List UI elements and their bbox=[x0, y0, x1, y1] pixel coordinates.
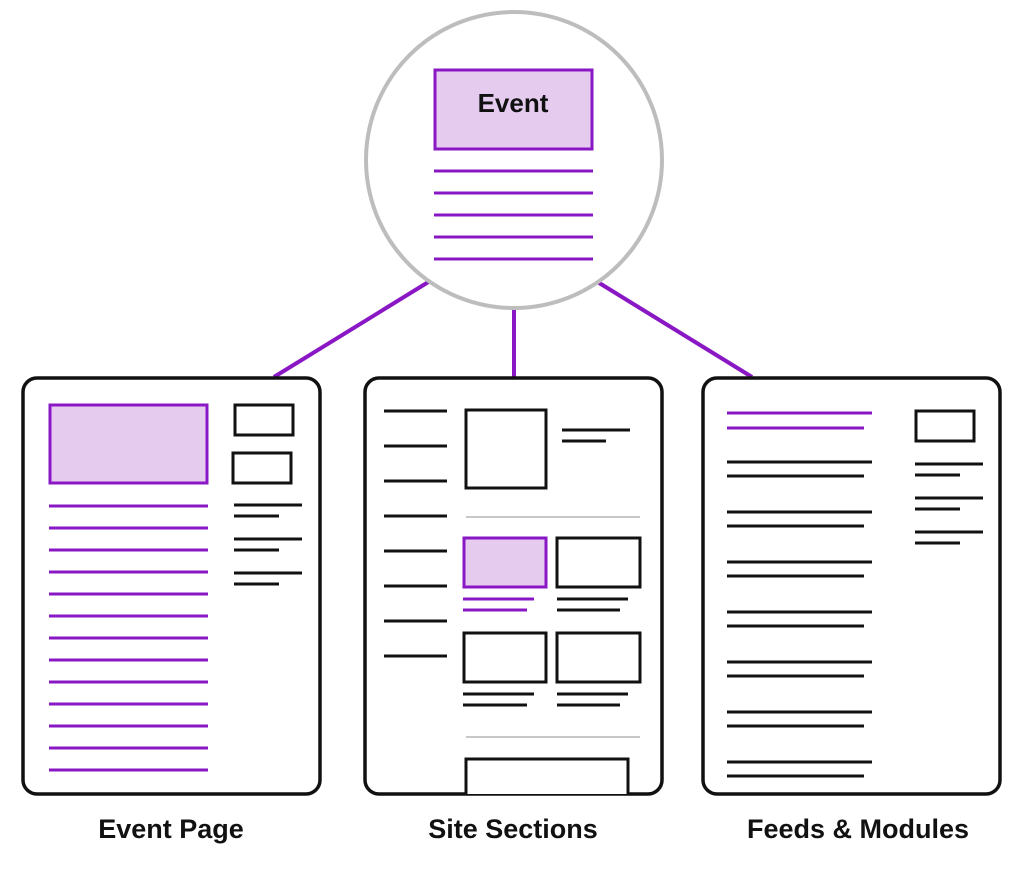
featured-image-box bbox=[464, 408, 548, 490]
sidebar-box bbox=[231, 451, 293, 485]
event-text-lines bbox=[434, 169, 593, 261]
card-thumbnail bbox=[462, 631, 548, 684]
caption-event-page: Event Page bbox=[98, 814, 244, 844]
connector-event-page bbox=[272, 279, 432, 379]
sidebar-box bbox=[233, 403, 295, 437]
feed-item-lines bbox=[727, 460, 872, 778]
event-label: Event bbox=[478, 88, 549, 118]
module-box bbox=[914, 409, 976, 443]
card-thumbnail bbox=[555, 536, 642, 589]
panel-feeds-modules bbox=[701, 376, 1002, 796]
event-card-thumbnail bbox=[462, 536, 548, 589]
event-hero-block bbox=[48, 403, 209, 485]
module-lines bbox=[915, 462, 983, 545]
caption-site-sections: Site Sections bbox=[428, 814, 598, 844]
event-card-lines bbox=[463, 597, 534, 612]
card-thumbnail bbox=[555, 631, 642, 684]
connectors bbox=[272, 279, 754, 379]
footer-block bbox=[464, 757, 630, 794]
nav-lines bbox=[384, 409, 447, 658]
panel-event-page bbox=[21, 376, 322, 796]
panel-frame bbox=[701, 376, 1002, 796]
card-lines bbox=[557, 692, 628, 707]
hub-circle bbox=[364, 10, 664, 310]
event-body-lines bbox=[49, 504, 208, 772]
card-lines bbox=[557, 597, 628, 612]
connector-feeds-modules bbox=[594, 279, 754, 379]
caption-feeds-modules: Feeds & Modules bbox=[747, 814, 969, 844]
event-feed-item-lines bbox=[727, 411, 872, 430]
event-card bbox=[433, 68, 594, 151]
featured-text-lines bbox=[562, 428, 630, 443]
sidebar-lines bbox=[234, 503, 302, 586]
card-lines bbox=[463, 692, 534, 707]
panel-site-sections bbox=[363, 376, 664, 796]
event-hub: Event bbox=[364, 10, 664, 310]
